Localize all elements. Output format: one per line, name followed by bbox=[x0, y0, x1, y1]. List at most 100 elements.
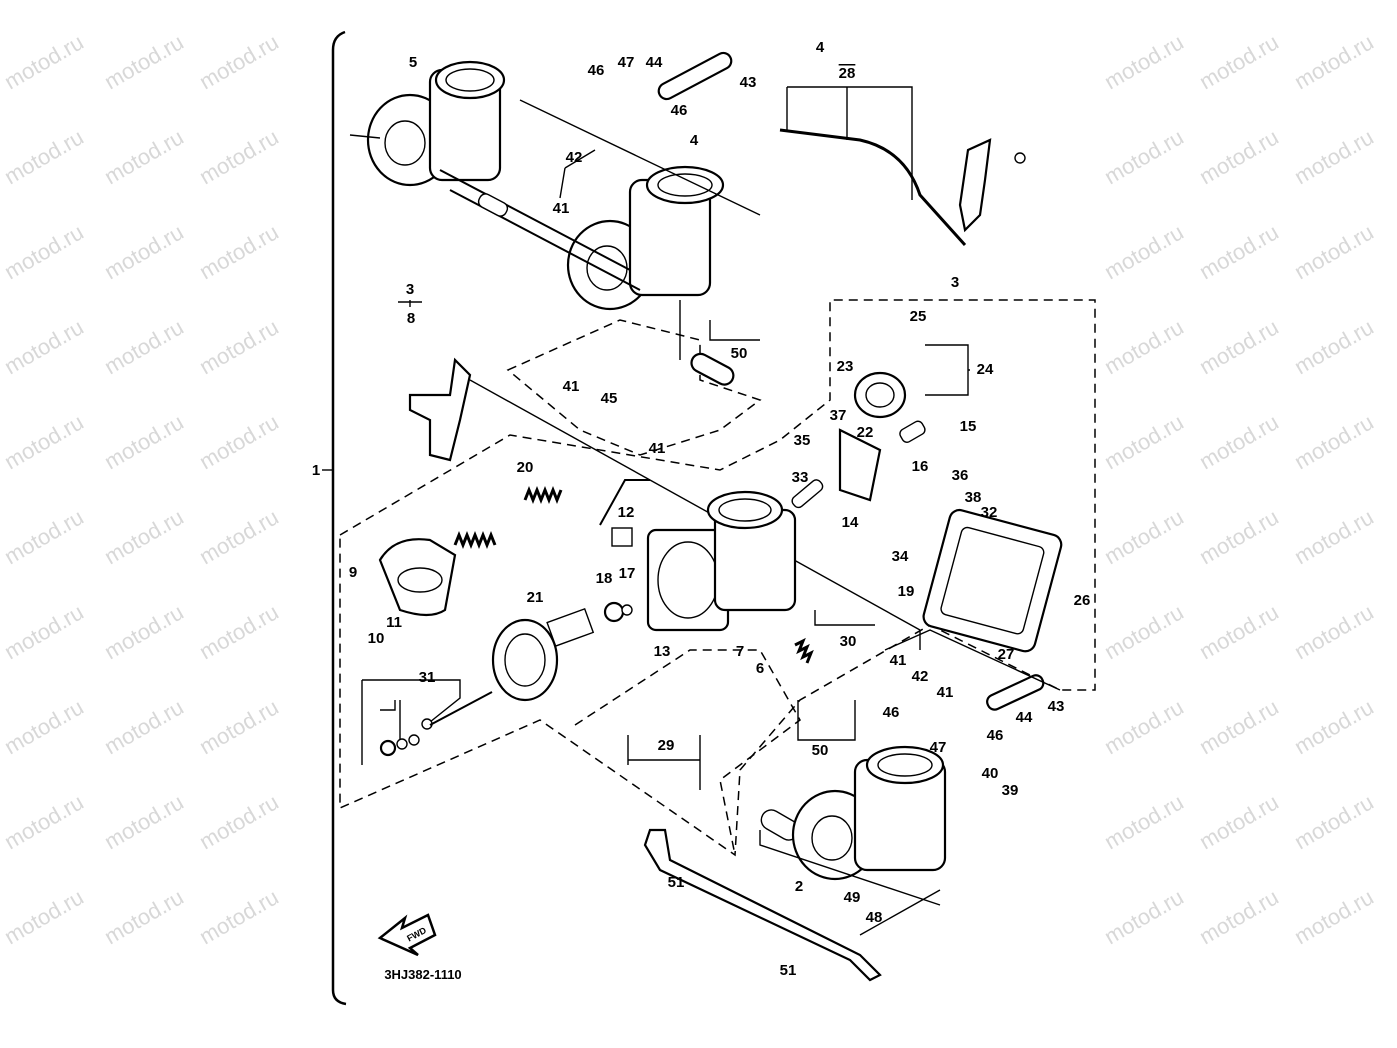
callout: 44 bbox=[646, 54, 663, 71]
watermark-text: motod.ru bbox=[100, 599, 188, 664]
callout: 31 bbox=[419, 669, 436, 686]
callout: 43 bbox=[1048, 698, 1065, 715]
callout: 17 bbox=[619, 565, 636, 582]
watermark-text: motod.ru bbox=[1195, 789, 1283, 854]
watermark-text: motod.ru bbox=[1100, 884, 1188, 949]
callout: 28 bbox=[839, 65, 856, 82]
callout: 51 bbox=[780, 962, 797, 979]
callout: 44 bbox=[1016, 709, 1033, 726]
watermark-text: motod.ru bbox=[0, 314, 88, 379]
callout: 50 bbox=[812, 742, 829, 759]
callout: 18 bbox=[596, 570, 613, 587]
carburetor-upper-right bbox=[566, 165, 725, 311]
watermark-text: motod.ru bbox=[1290, 409, 1378, 474]
watermark-text: motod.ru bbox=[1290, 599, 1378, 664]
watermark-text: motod.ru bbox=[195, 599, 283, 664]
watermark-text: motod.ru bbox=[1290, 219, 1378, 284]
callout: 27 bbox=[998, 646, 1015, 663]
watermark-text: motod.ru bbox=[1100, 789, 1188, 854]
watermark-text: motod.ru bbox=[1290, 789, 1378, 854]
carburetor-center bbox=[646, 490, 797, 632]
carburetor-upper-left bbox=[366, 60, 506, 187]
watermark-text: motod.ru bbox=[0, 409, 88, 474]
callout: 4 bbox=[816, 39, 825, 56]
watermark-text: motod.ru bbox=[1100, 694, 1188, 759]
watermark-text: motod.ru bbox=[1290, 124, 1378, 189]
watermark-text: motod.ru bbox=[1290, 314, 1378, 379]
watermark-text: motod.ru bbox=[100, 789, 188, 854]
callout: 25 bbox=[910, 308, 927, 325]
link-bracket bbox=[408, 357, 472, 462]
watermark-text: motod.ru bbox=[0, 124, 88, 189]
dashed-group-top bbox=[506, 319, 762, 456]
callout: 50 bbox=[731, 345, 748, 362]
callout: 47 bbox=[930, 739, 947, 756]
watermark-text: motod.ru bbox=[195, 314, 283, 379]
watermark-text: motod.ru bbox=[195, 219, 283, 284]
dashed-group-float bbox=[574, 649, 801, 856]
callout: 46 bbox=[671, 102, 688, 119]
callout: 46 bbox=[987, 727, 1004, 744]
callout: 21 bbox=[527, 589, 544, 606]
watermark-text: motod.ru bbox=[1195, 884, 1283, 949]
watermark-text: motod.ru bbox=[1195, 219, 1283, 284]
callout: 15 bbox=[960, 418, 977, 435]
callout: 12 bbox=[618, 504, 635, 521]
watermark-text: motod.ru bbox=[100, 29, 188, 94]
callout: 5 bbox=[409, 54, 417, 71]
callout: 33 bbox=[792, 469, 809, 486]
callout: 35 bbox=[794, 432, 811, 449]
watermark-text: motod.ru bbox=[195, 29, 283, 94]
callout: 9 bbox=[349, 564, 357, 581]
callout: 45 bbox=[601, 390, 618, 407]
callout: 20 bbox=[517, 459, 534, 476]
watermark-text: motod.ru bbox=[1100, 124, 1188, 189]
watermark-text: motod.ru bbox=[0, 884, 88, 949]
watermark-text: motod.ru bbox=[195, 789, 283, 854]
callout: 19 bbox=[898, 583, 915, 600]
callout: 41 bbox=[553, 200, 570, 217]
callout: 7 bbox=[736, 643, 744, 660]
watermark-text: motod.ru bbox=[100, 694, 188, 759]
watermark-text: motod.ru bbox=[100, 504, 188, 569]
watermark-text: motod.ru bbox=[1195, 314, 1283, 379]
throttle-cable bbox=[779, 128, 967, 247]
callout: 29 bbox=[658, 737, 675, 754]
callout: 3 bbox=[406, 281, 414, 298]
callout: 42 bbox=[912, 668, 929, 685]
callout: 4 bbox=[690, 132, 699, 149]
callout: 39 bbox=[1002, 782, 1019, 799]
callout: 42 bbox=[566, 149, 583, 166]
callout: 22 bbox=[857, 424, 874, 441]
watermark-text: motod.ru bbox=[0, 599, 88, 664]
watermark-text: motod.ru bbox=[0, 29, 88, 94]
part-code: 3HJ382-1110 bbox=[384, 967, 461, 982]
watermark-text: motod.ru bbox=[195, 694, 283, 759]
watermark-text: motod.ru bbox=[1290, 504, 1378, 569]
callout: 46 bbox=[883, 704, 900, 721]
callout: 37 bbox=[830, 407, 847, 424]
watermark-text: motod.ru bbox=[100, 409, 188, 474]
watermark-text: motod.ru bbox=[1100, 504, 1188, 569]
callout: 41 bbox=[649, 440, 666, 457]
callout: 30 bbox=[840, 633, 857, 650]
link-bar bbox=[643, 828, 882, 982]
callout: 34 bbox=[892, 548, 909, 565]
callout: 46 bbox=[588, 62, 605, 79]
callout: 36 bbox=[952, 467, 969, 484]
callout: 1 bbox=[312, 462, 320, 479]
watermark-text: motod.ru bbox=[100, 219, 188, 284]
watermark-text: motod.ru bbox=[1290, 694, 1378, 759]
callout: 41 bbox=[890, 652, 907, 669]
watermark-text: motod.ru bbox=[100, 884, 188, 949]
callout: 16 bbox=[912, 458, 929, 475]
watermark-text: motod.ru bbox=[1195, 504, 1283, 569]
watermark-text: motod.ru bbox=[195, 124, 283, 189]
watermark-text: motod.ru bbox=[1100, 314, 1188, 379]
callout: 10 bbox=[368, 630, 385, 647]
watermark-text: motod.ru bbox=[1290, 29, 1378, 94]
watermark-text: motod.ru bbox=[195, 884, 283, 949]
watermark-text: motod.ru bbox=[0, 219, 88, 284]
callout: 32 bbox=[981, 504, 998, 521]
